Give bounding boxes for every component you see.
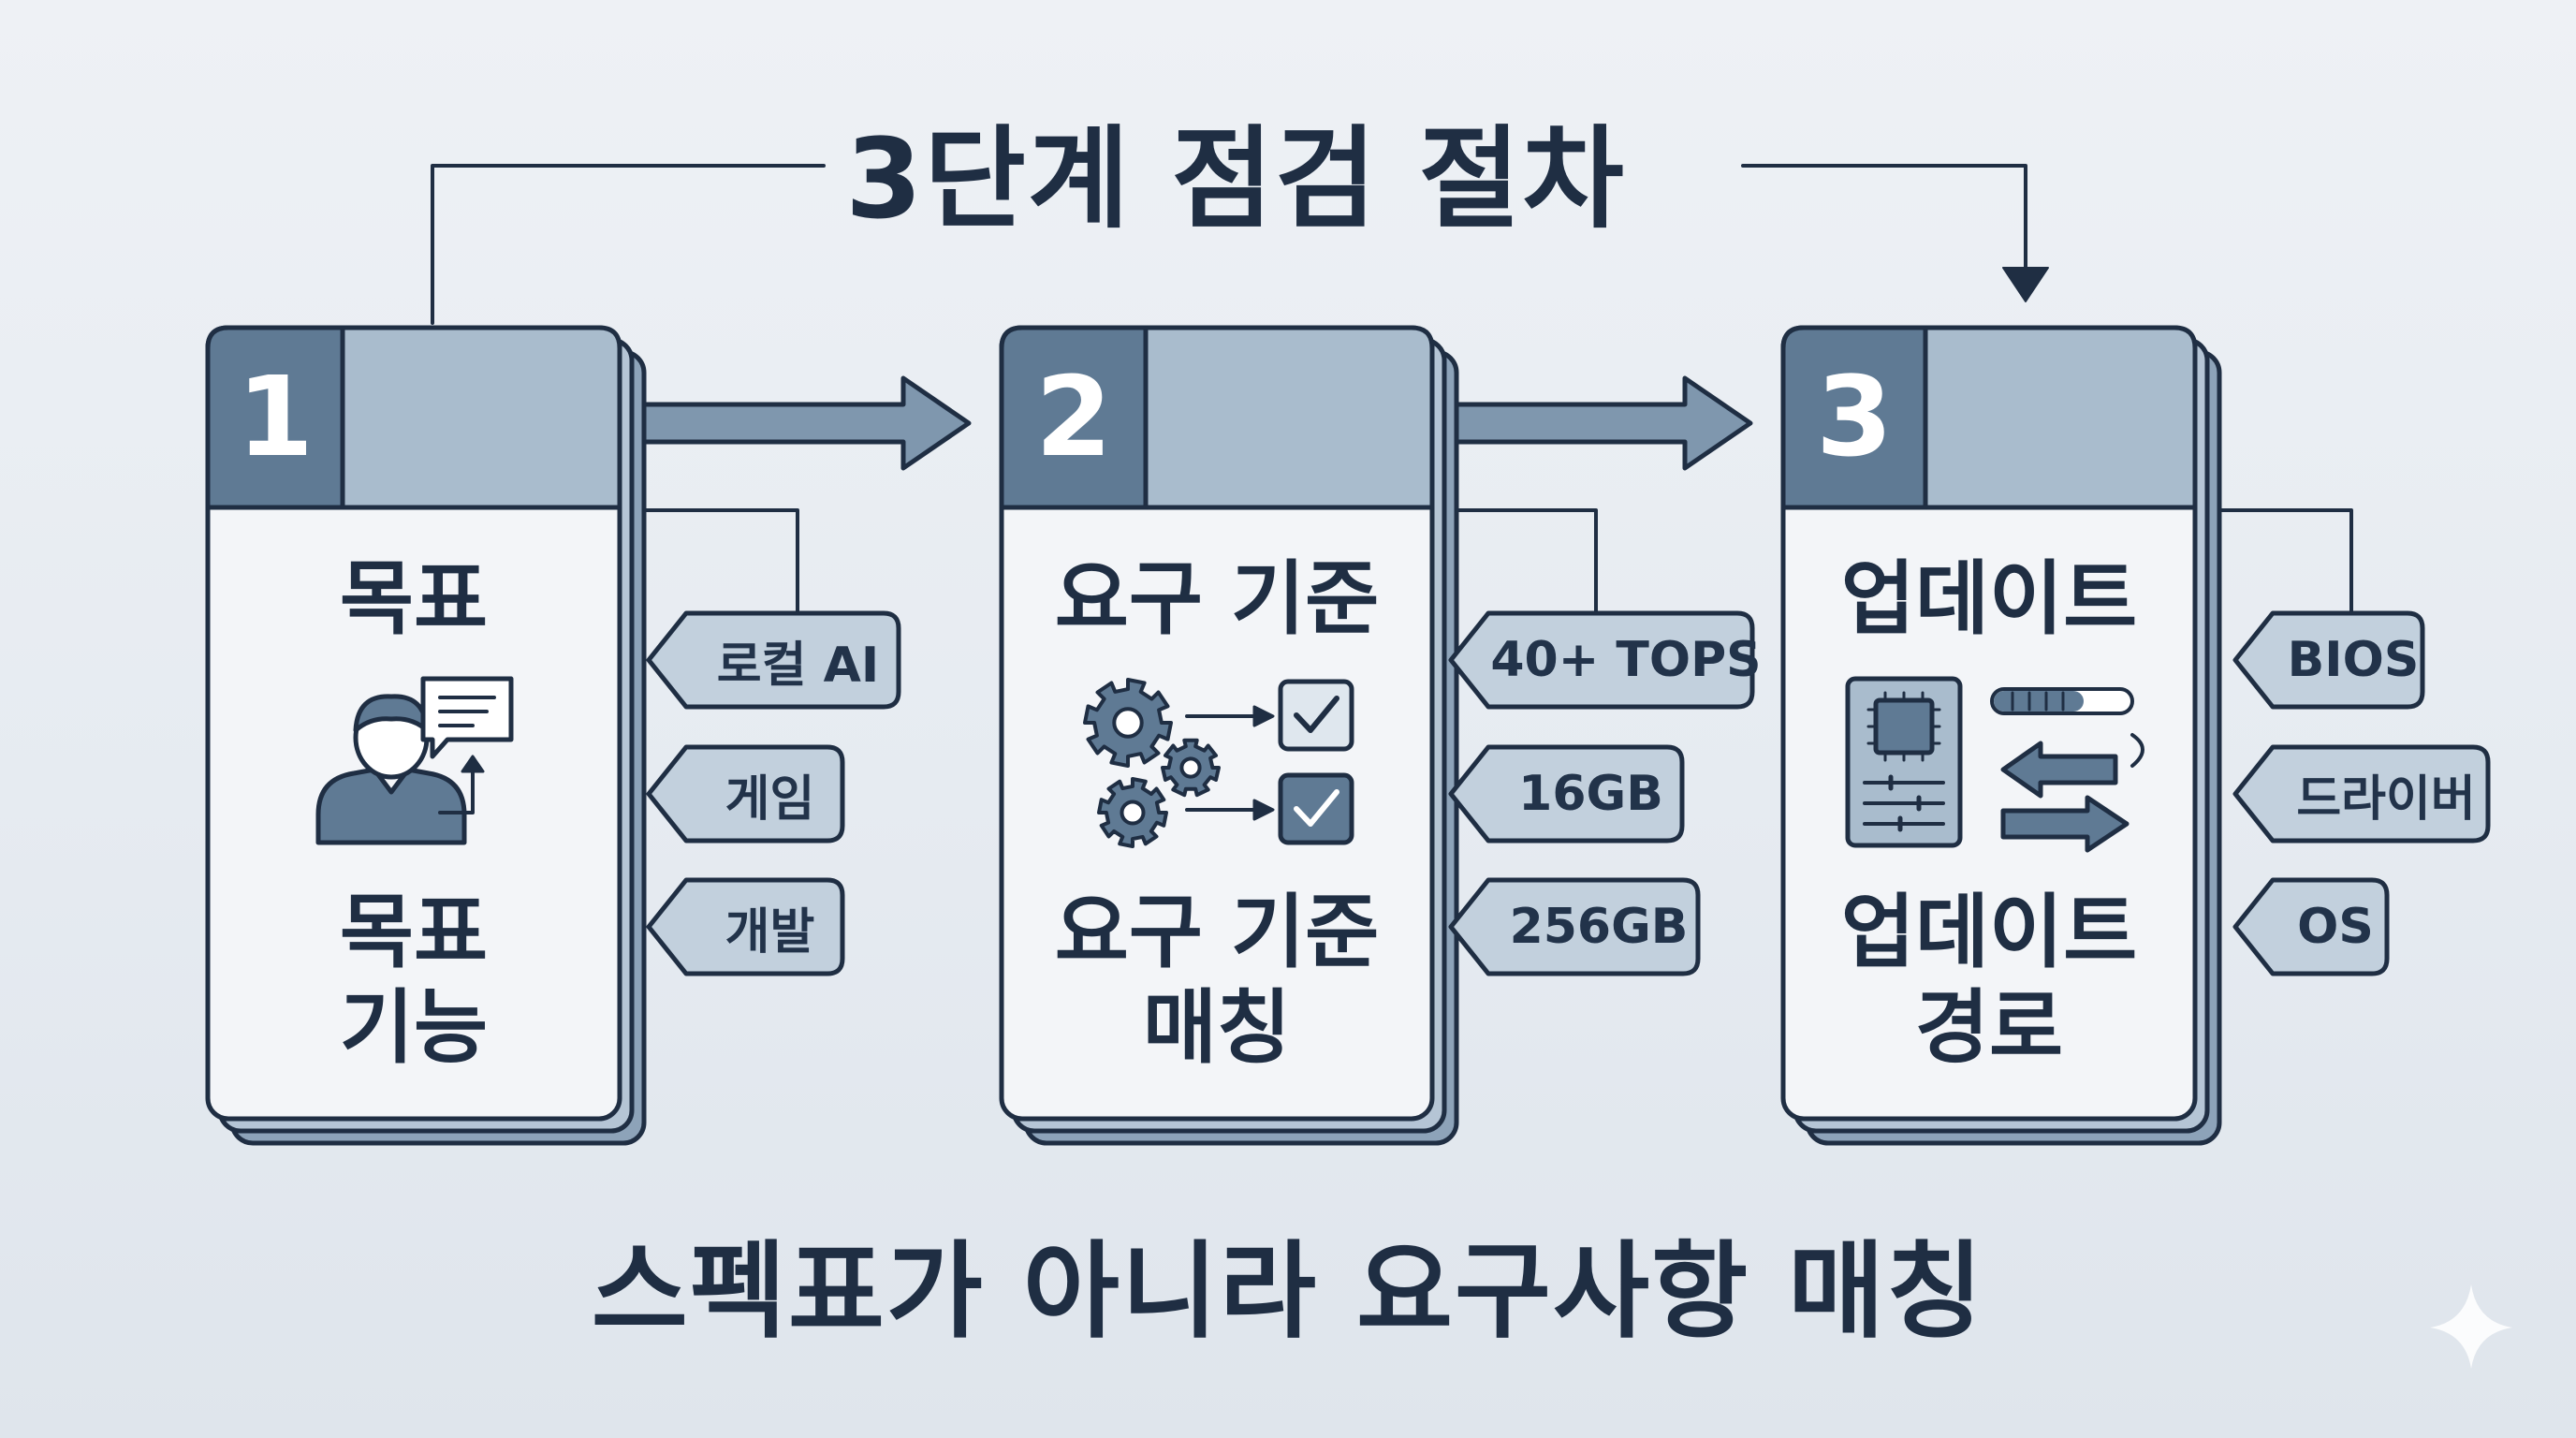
gear-medium-hole <box>1120 800 1146 826</box>
person-speech-bubble-icon <box>315 676 514 845</box>
arrow-right <box>2000 795 2130 853</box>
check-mark-2 <box>1294 789 1339 827</box>
step-2-title: 요구 기준 <box>1054 552 1380 646</box>
step-1-tag-connector <box>642 508 799 615</box>
board-lines <box>1863 781 1945 826</box>
title-connector-right <box>1741 164 2027 283</box>
step-1-label-line-2: 기능 <box>339 981 489 1075</box>
chip <box>1873 697 1935 756</box>
title-connector-left <box>431 164 826 325</box>
step-3-tag-shape-2 <box>2232 744 2491 844</box>
checkbox-2 <box>1278 772 1354 845</box>
up-arrow-head <box>461 755 485 773</box>
step-3-tag-connector <box>2217 508 2353 615</box>
arrow-head-2 <box>1252 799 1275 821</box>
card-number-block <box>999 325 1149 510</box>
step-2-label-line-1: 요구 기준 <box>1054 886 1380 979</box>
chip-pins-2 <box>1866 691 1941 762</box>
cycle-curve <box>2130 733 2144 768</box>
step-1-tag-2: 게임 <box>724 770 815 828</box>
arrow-head-1 <box>1252 705 1275 727</box>
step-1-tag-1: 로컬 AI <box>716 637 880 694</box>
step-3-tag-shape-1 <box>2232 610 2425 710</box>
step-1-title: 목표 <box>339 552 489 646</box>
gears-checklist-icon <box>1083 678 1354 848</box>
check-mark-1 <box>1294 696 1339 733</box>
step-3-title: 업데이트 <box>1840 552 2138 646</box>
step-2-tag-shape-2 <box>1448 744 1685 844</box>
step-2-tag-shape-1 <box>1448 610 1755 710</box>
person-body <box>315 767 467 845</box>
diagram-title: 3단계 점검 절차 <box>845 113 1626 243</box>
title-connector-arrowhead <box>2002 267 2049 302</box>
chip-pins-1 <box>1866 691 1941 762</box>
speech-lines <box>438 696 496 727</box>
step-2-tag-3: 256GB <box>1509 899 1689 955</box>
step-3-label-line-2: 경로 <box>1914 981 2064 1075</box>
step-2-number: 2 <box>1034 352 1113 481</box>
step-3-tag-2: 드라이버 <box>2296 770 2476 828</box>
card-number-block <box>205 325 345 510</box>
step-3-number: 3 <box>1815 352 1894 481</box>
up-arrow-line <box>438 762 475 814</box>
step-3-label-line-1: 업데이트 <box>1840 886 2138 979</box>
chip-update-cycle-icon <box>1845 676 2144 853</box>
step-3-tag-3: OS <box>2297 899 2374 955</box>
step-1-tag-shape-1 <box>646 610 901 710</box>
footer-caption: 스펙표가 아니라 요구사항 매칭 <box>591 1231 1985 1353</box>
gear-small-hole <box>1179 756 1202 779</box>
step-1-number: 1 <box>236 352 315 481</box>
board-sliders <box>1888 774 1922 832</box>
step-2-tag-1: 40+ TOPS <box>1490 632 1762 688</box>
step-2-tag-connector <box>1455 508 1598 615</box>
sparkle-icon <box>2430 1284 2512 1369</box>
step-2-tag-shape-3 <box>1448 877 1701 976</box>
flow-arrow-1 <box>634 375 972 471</box>
step-2-tag-2: 16GB <box>1518 766 1663 822</box>
progress-bar-fill <box>1994 691 2084 712</box>
step-1-tag-shape-3 <box>646 877 845 976</box>
chip-pins-3 <box>1866 691 1941 762</box>
step-2-card <box>999 325 1459 1146</box>
step-1-tag-shape-2 <box>646 744 845 844</box>
flow-arrow-2 <box>1434 375 1753 471</box>
checkbox-1 <box>1278 679 1354 752</box>
step-3-tag-shape-3 <box>2232 877 2390 976</box>
step-3-card <box>1780 325 2222 1146</box>
step-2-label-line-2: 매칭 <box>1142 981 1292 1075</box>
arrow-left <box>2000 741 2118 799</box>
step-1-tag-3: 개발 <box>724 903 815 961</box>
step-1-label-line-1: 목표 <box>339 886 489 979</box>
gear-large-hole <box>1112 707 1144 739</box>
step-3-tag-1: BIOS <box>2287 632 2420 688</box>
card-number-block <box>1780 325 1928 510</box>
progress-ticks <box>2011 691 2065 712</box>
